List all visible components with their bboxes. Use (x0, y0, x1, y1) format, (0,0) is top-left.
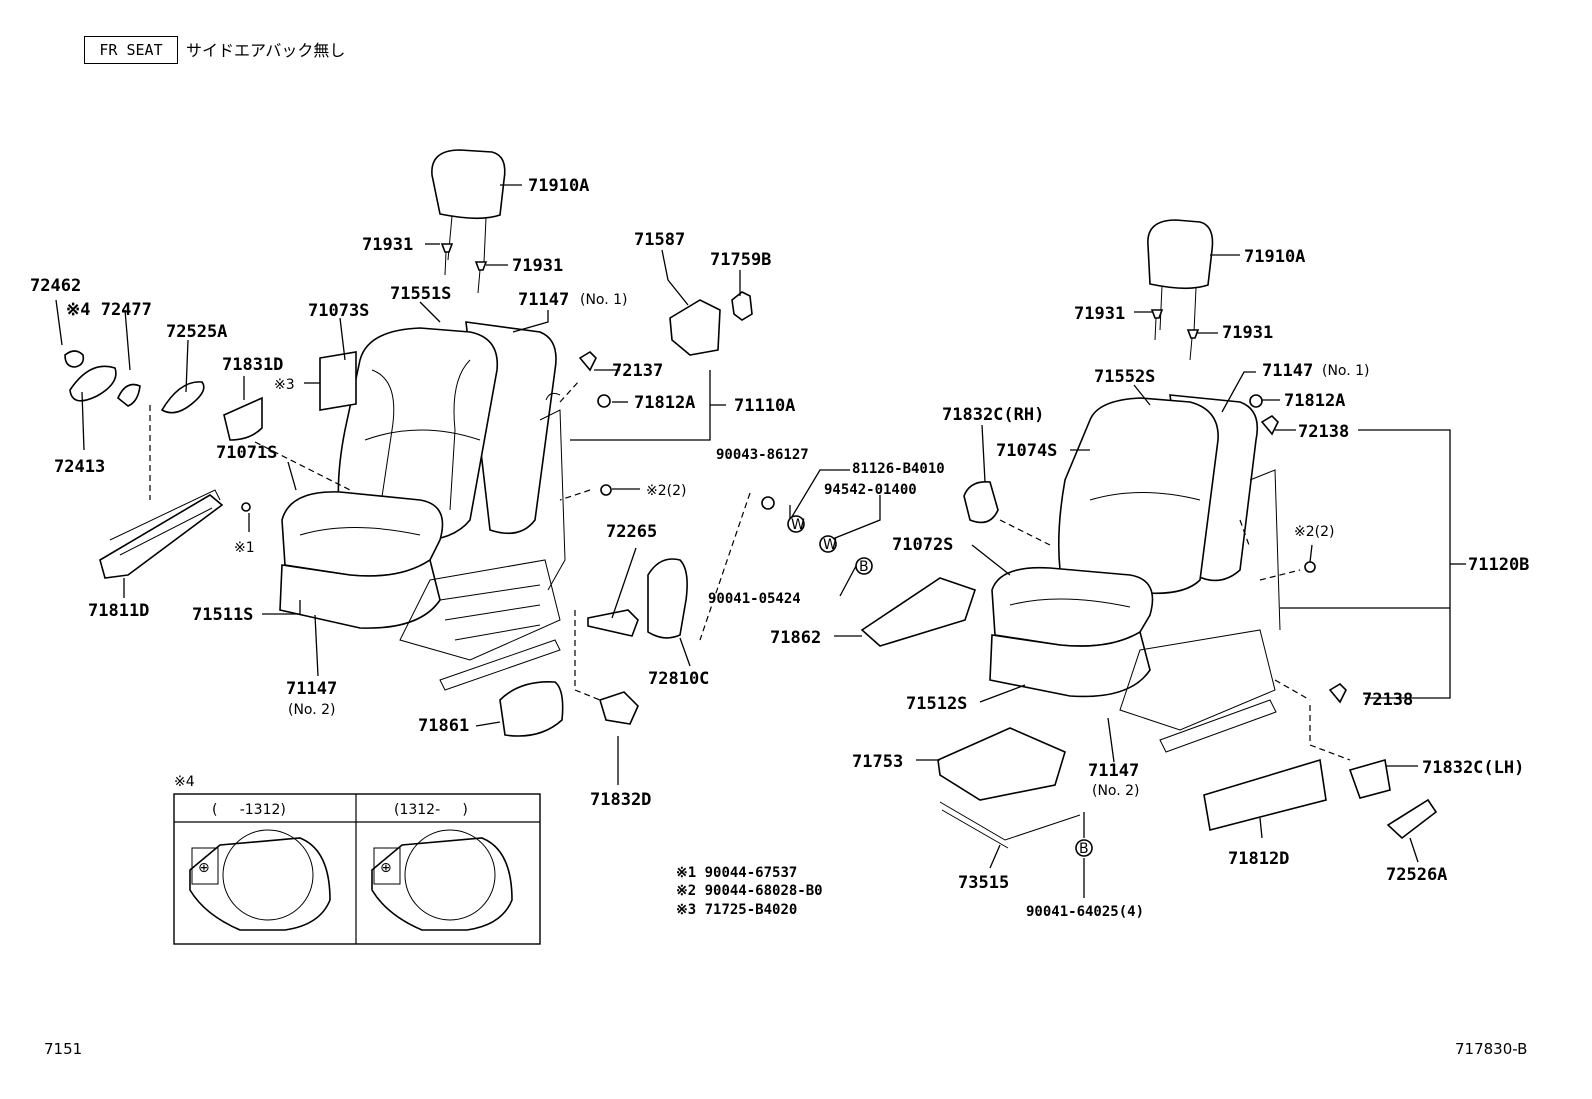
label-note1: ※1 (234, 540, 255, 556)
part-labels: 71910A 71931 71931 72462 ※4 72477 72525A… (30, 176, 1529, 920)
label-71074S: 71074S (996, 441, 1057, 461)
label-71110A: 71110A (734, 396, 795, 416)
label-note2-left: ※2(2) (646, 483, 686, 499)
leader-lines (55, 184, 1466, 898)
footnotes: ※1 90044-67537 ※2 90044-68028-B0 ※3 7172… (676, 865, 823, 918)
label-note2-right: ※2(2) (1294, 524, 1334, 540)
label-72810C: 72810C (648, 669, 709, 689)
label-94542-01400: 94542-01400 (824, 482, 917, 498)
label-71753: 71753 (852, 752, 903, 772)
label-72413: 72413 (54, 457, 105, 477)
label-71931-b: 71931 (512, 256, 563, 276)
label-71587: 71587 (634, 230, 685, 250)
svg-text:⊕: ⊕ (380, 860, 392, 876)
label-no1-left: (No. 1) (580, 292, 628, 308)
label-72526A: 72526A (1386, 865, 1447, 885)
label-71071S: 71071S (216, 443, 277, 463)
label-81126-B4010: 81126-B4010 (852, 461, 945, 477)
label-71910A-right: 71910A (1244, 247, 1305, 267)
label-71812A-right: 71812A (1284, 391, 1345, 411)
label-71832C-LH: 71832C(LH) (1422, 758, 1524, 778)
label-no2-right: (No. 2) (1092, 783, 1140, 799)
label-90041-05424: 90041-05424 (708, 591, 801, 607)
svg-text:B: B (1079, 841, 1089, 857)
inset-col-right: (1312- ) (394, 802, 468, 818)
label-71147-no1-left: 71147 (518, 290, 569, 310)
label-71552S: 71552S (1094, 367, 1155, 387)
label-71551S: 71551S (390, 284, 451, 304)
label-71861: 71861 (418, 716, 469, 736)
label-71931-a: 71931 (362, 235, 413, 255)
label-71811D: 71811D (88, 601, 149, 621)
assembly-dashed-lines (149, 379, 1351, 761)
marker-b-2: B (1075, 839, 1093, 857)
label-71147-no2-right: 71147 (1088, 761, 1139, 781)
label-71147-no2-left: 71147 (286, 679, 337, 699)
svg-text:W: W (791, 517, 805, 533)
svg-text:W: W (823, 537, 837, 553)
svg-text:⊕: ⊕ (198, 860, 210, 876)
note-2: ※2 90044-68028-B0 (676, 883, 823, 899)
marker-w-2: W (819, 535, 837, 553)
inset-variant-72477: ※4 ( -1312) (1312- ) ⊕ ⊕ (173, 774, 541, 945)
label-71831D: 71831D (222, 355, 283, 375)
label-71759B: 71759B (710, 250, 771, 270)
label-71832C-RH: 71832C(RH) (942, 405, 1044, 425)
label-72137: 72137 (612, 361, 663, 381)
marker-w-1: W (787, 515, 805, 533)
label-90041-64025: 90041-64025(4) (1026, 904, 1144, 920)
left-seat-illustration (64, 149, 775, 737)
label-71120B: 71120B (1468, 555, 1529, 575)
label-90043-86127: 90043-86127 (716, 447, 809, 463)
inset-title: ※4 (174, 774, 195, 790)
label-72477: ※4 72477 (66, 300, 152, 320)
label-71862: 71862 (770, 628, 821, 648)
label-73515: 73515 (958, 873, 1009, 893)
label-71812D: 71812D (1228, 849, 1289, 869)
label-71512S: 71512S (906, 694, 967, 714)
label-72525A: 72525A (166, 322, 227, 342)
label-71910A-left: 71910A (528, 176, 589, 196)
label-no1-right: (No. 1) (1322, 363, 1370, 379)
label-71812A-left: 71812A (634, 393, 695, 413)
figure-id: 717830-B (1455, 1040, 1528, 1058)
label-72462: 72462 (30, 276, 81, 296)
label-71511S: 71511S (192, 605, 253, 625)
page-ref: 7151 (44, 1040, 83, 1058)
label-71832D: 71832D (590, 790, 651, 810)
label-72138-a: 72138 (1298, 422, 1349, 442)
right-seat-illustration (860, 219, 1438, 849)
section-code-box: FR SEAT (84, 36, 178, 64)
note-1: ※1 90044-67537 (676, 865, 797, 881)
label-71072S: 71072S (892, 535, 953, 555)
section-note: サイドエアバック無し (186, 41, 346, 60)
label-72265: 72265 (606, 522, 657, 542)
label-71073S: 71073S (308, 301, 369, 321)
inset-col-left: ( -1312) (212, 802, 286, 818)
label-no2-left: (No. 2) (288, 702, 336, 718)
marker-b-1: B (855, 557, 873, 575)
label-71931-c: 71931 (1074, 304, 1125, 324)
label-71931-d: 71931 (1222, 323, 1273, 343)
label-note3: ※3 (274, 377, 295, 393)
label-72138-b: 72138 (1362, 690, 1413, 710)
note-3: ※3 71725-B4020 (676, 902, 797, 918)
svg-text:B: B (859, 559, 869, 575)
label-71147-no1-right: 71147 (1262, 361, 1313, 381)
